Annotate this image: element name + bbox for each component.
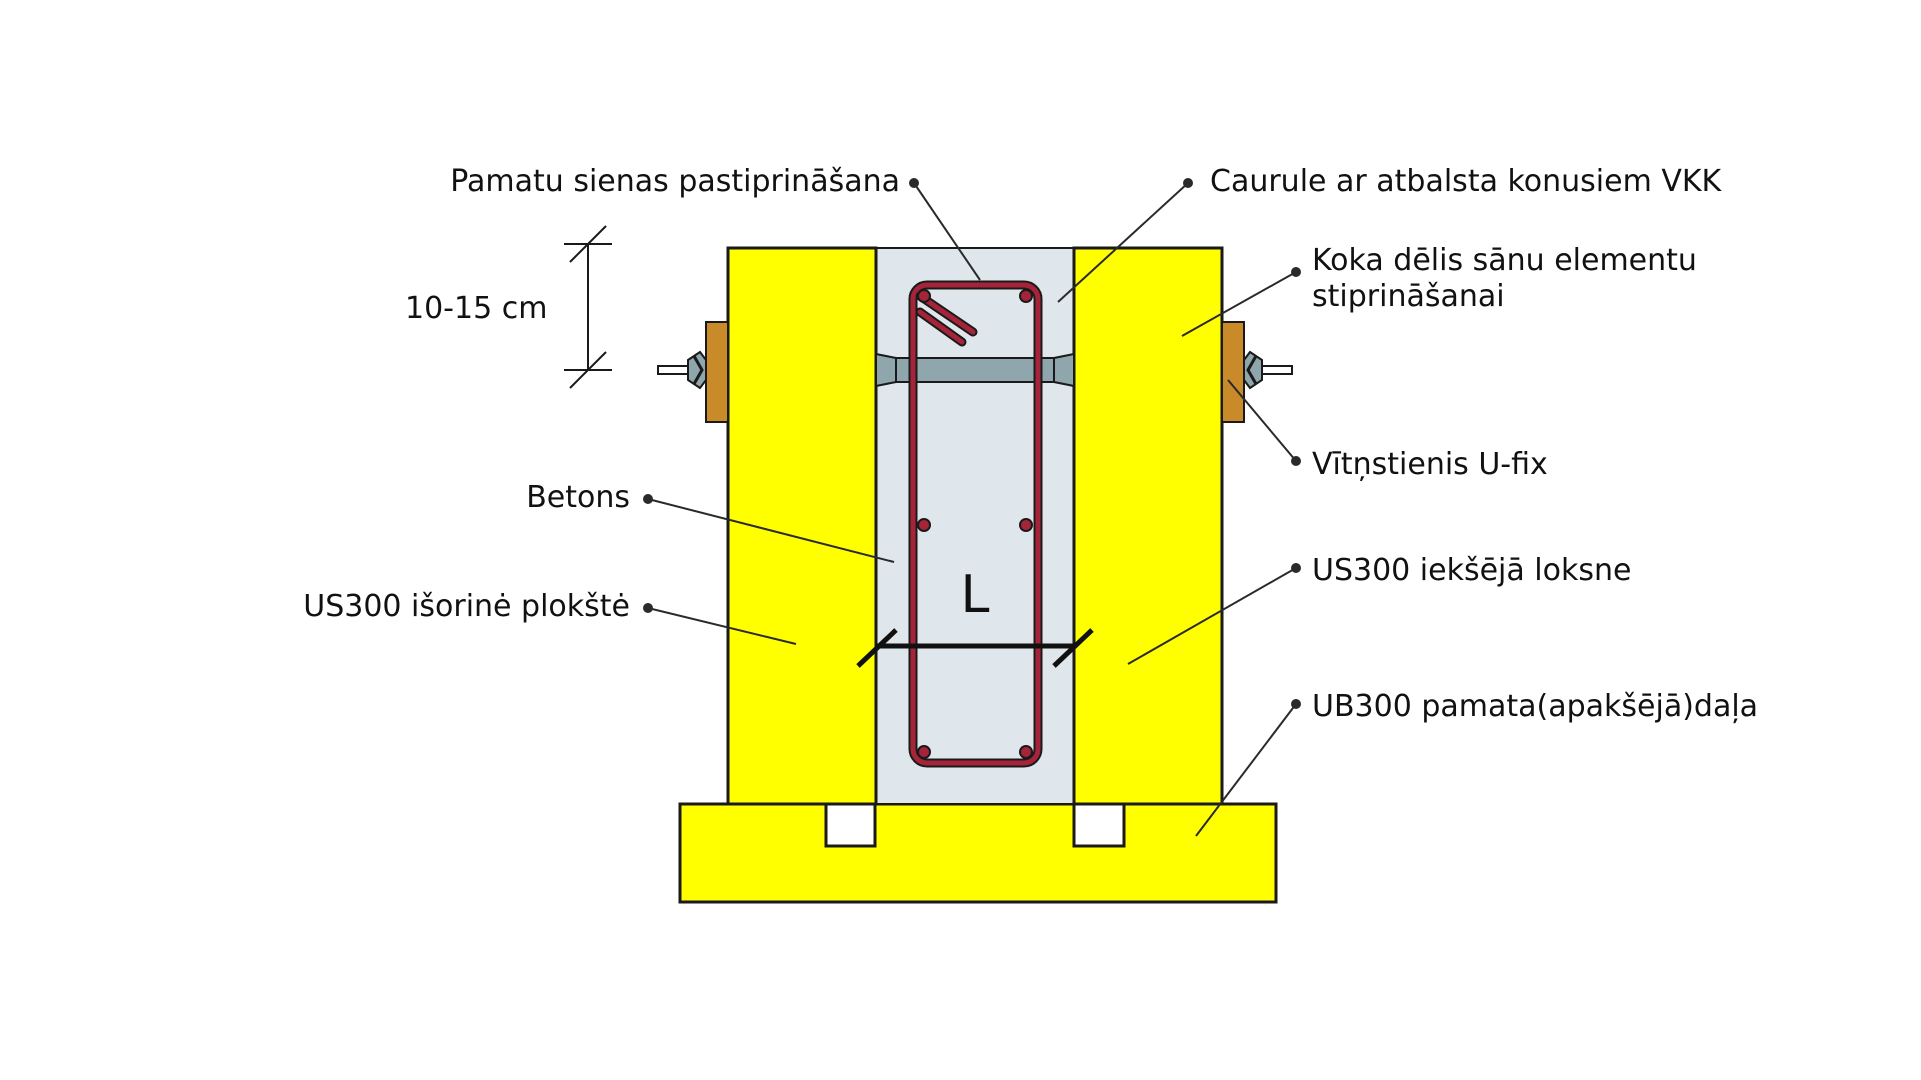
threaded-rod-right: [1243, 350, 1293, 390]
dimension-label: 10-15 cm: [405, 291, 547, 326]
rebar-longitudinal-bars: [917, 289, 1033, 759]
label-wall-reinforcement: Pamatu sienas pastiprināšana: [450, 164, 900, 199]
rebar-stirrup: [908, 280, 1043, 768]
base-part: [678, 802, 1278, 904]
inner-sheet: [1072, 246, 1224, 806]
label-outer-panel: US300 išorinė plokštė: [303, 589, 630, 624]
wood-board-left: [705, 321, 729, 423]
leader-lines: [643, 178, 1301, 837]
pipe-with-cones: [875, 352, 1075, 388]
wood-board-right: [1221, 321, 1245, 423]
label-inner-sheet: US300 iekšējā loksne: [1312, 553, 1631, 588]
label-pipe-with-cones: Caurule ar atbalsta konusiem VKK: [1210, 164, 1723, 199]
label-wood-board-line2: stiprināšanai: [1312, 279, 1505, 314]
label-concrete: Betons: [526, 480, 630, 515]
label-wood-board-line1: Koka dēlis sānu elementu: [1312, 243, 1697, 278]
center-mark: L: [961, 565, 990, 625]
label-threaded-rod: Vītņstienis U-fix: [1312, 447, 1548, 482]
dimension-marker: [564, 225, 612, 389]
label-base-part: UB300 pamata(apakšējā)daļa: [1312, 689, 1758, 724]
section-line: [856, 628, 1094, 668]
threaded-rod-left: [657, 350, 707, 390]
